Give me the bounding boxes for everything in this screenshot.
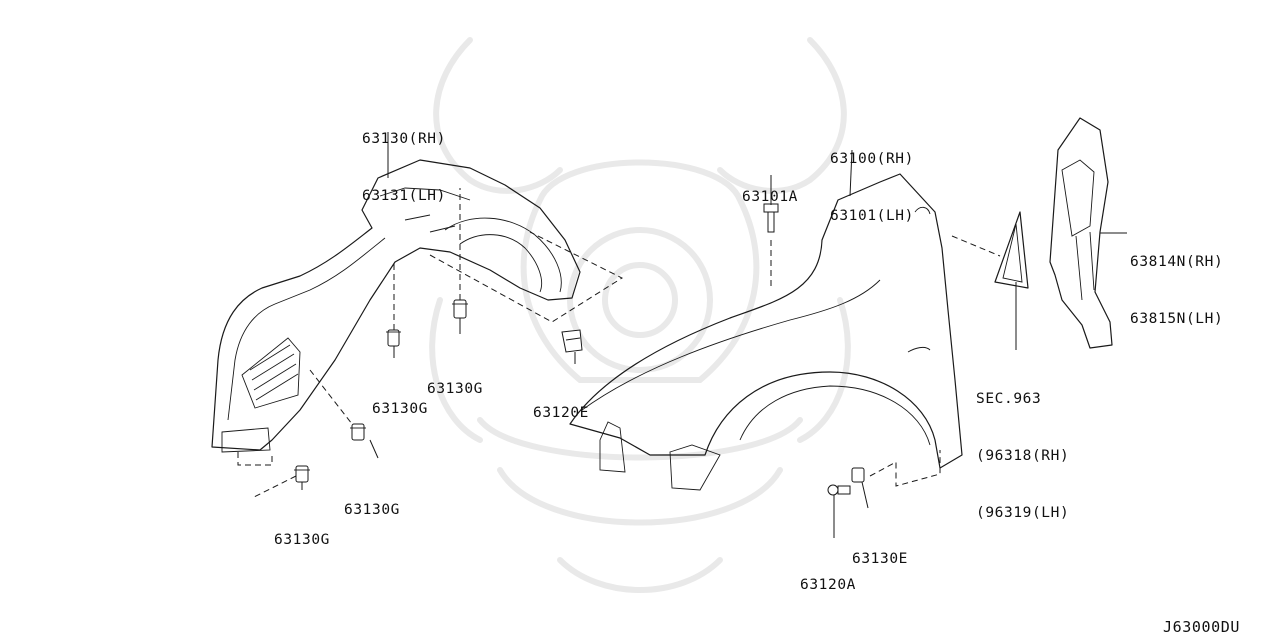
sealer-triangle-drawing bbox=[994, 211, 1029, 289]
label-bolt-a: 63120A bbox=[800, 577, 856, 593]
label-section-ref: SEC.963 (96318(RH) (96319(LH) bbox=[976, 391, 1070, 521]
fender-drawing bbox=[569, 173, 963, 491]
label-clip-g-2: 63130G bbox=[427, 381, 483, 397]
leader-lines bbox=[301, 132, 1127, 538]
label-fender-insulator: 63814N(RH) 63815N(LH) bbox=[1130, 254, 1224, 327]
label-splash-shield: 63130(RH) 63131(LH) bbox=[362, 131, 446, 204]
fender-insulator-drawing bbox=[1049, 117, 1113, 349]
watermark-emblem bbox=[429, 37, 851, 593]
fasteners bbox=[294, 203, 865, 496]
label-bracket-e: 63120E bbox=[533, 405, 589, 421]
label-clip-e: 63130E bbox=[852, 551, 908, 567]
diagram-code: J63000DU bbox=[1163, 618, 1241, 636]
clip-g-3-shape bbox=[350, 423, 366, 441]
clip-g-1-shape bbox=[386, 329, 401, 347]
label-fender-bolt: 63101A bbox=[742, 189, 798, 205]
bolt-63120a-shape bbox=[827, 484, 851, 496]
bracket-e-shape bbox=[561, 329, 583, 353]
label-clip-g-3: 63130G bbox=[344, 502, 400, 518]
clip-e-shape bbox=[851, 467, 865, 483]
splash-shield-drawing bbox=[211, 159, 581, 453]
clip-g-2-shape bbox=[452, 299, 468, 319]
assembly-dash-lines bbox=[237, 188, 1001, 498]
clip-g-4-shape bbox=[294, 465, 310, 483]
label-clip-g-1: 63130G bbox=[372, 401, 428, 417]
label-clip-g-4: 63130G bbox=[274, 532, 330, 548]
bolt-63101a-shape bbox=[763, 203, 779, 233]
label-fender: 63100(RH) 63101(LH) bbox=[830, 151, 914, 224]
